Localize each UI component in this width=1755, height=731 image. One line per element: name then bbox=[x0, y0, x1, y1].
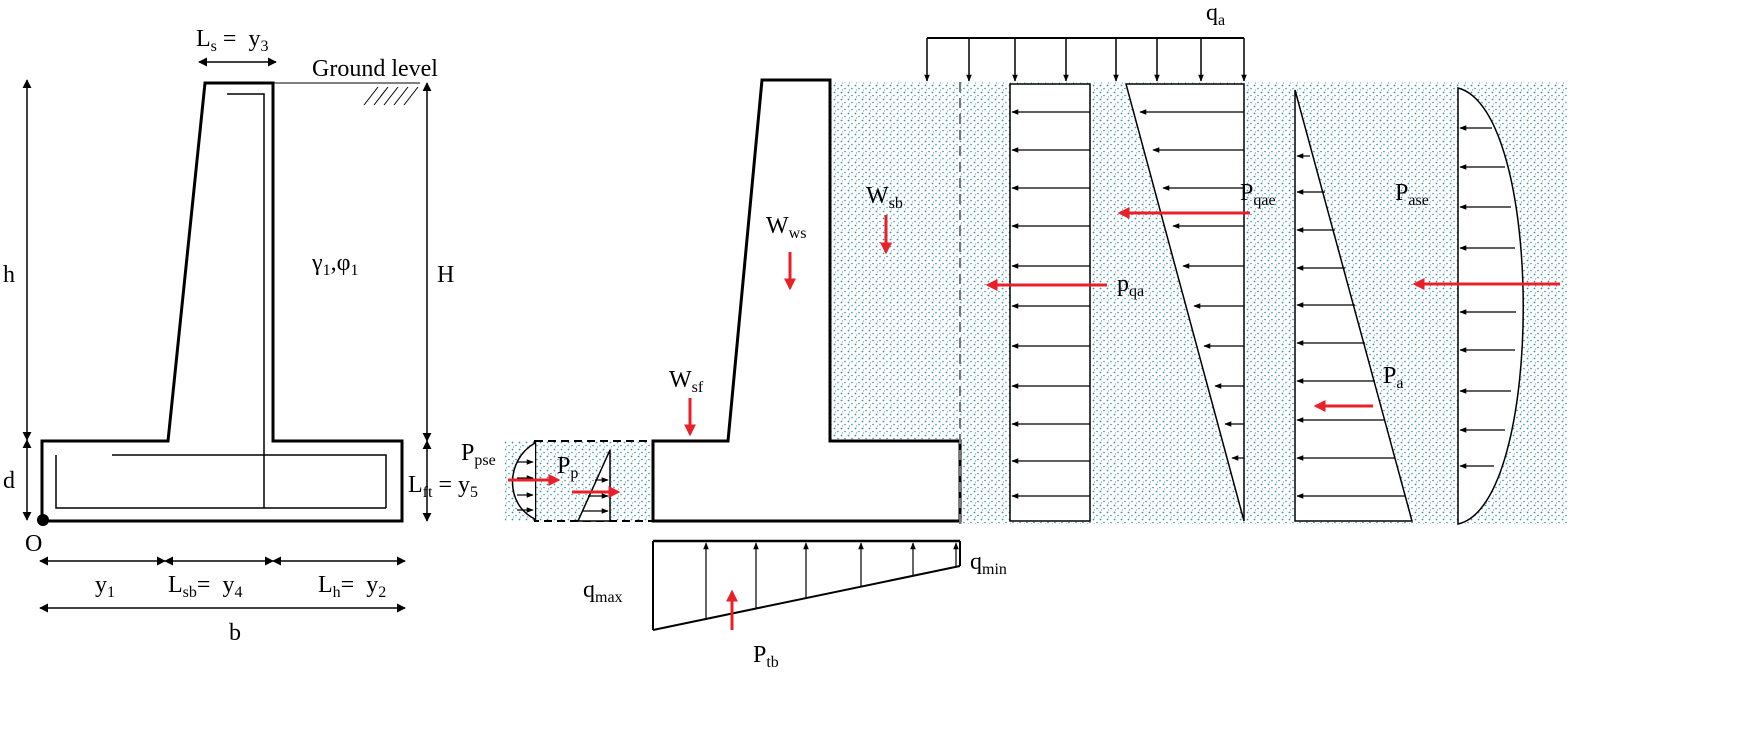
wall-body bbox=[651, 78, 962, 523]
surcharge-seismic-arrows bbox=[1139, 109, 1244, 461]
label-lh: Lh= y2 bbox=[318, 572, 386, 601]
dimension-lines bbox=[22, 57, 432, 613]
seismic-active-curve bbox=[1457, 87, 1524, 525]
label-pp: Pp bbox=[557, 453, 578, 482]
label-H: H bbox=[437, 262, 454, 288]
label-b: b bbox=[229, 620, 241, 646]
label-y1: y1 bbox=[95, 572, 115, 601]
label-qa: qa bbox=[1206, 0, 1225, 29]
label-pqae: Pqae bbox=[1240, 180, 1276, 209]
label-qmax: qmax bbox=[583, 577, 623, 606]
label-d: d bbox=[3, 468, 15, 494]
surcharge-pressure-arrows bbox=[1011, 109, 1090, 499]
label-lsb: Lsb= y4 bbox=[168, 572, 242, 601]
surcharge-pressure-block bbox=[1009, 83, 1091, 522]
label-wws: Wws bbox=[766, 213, 806, 242]
label-pa: Pa bbox=[1383, 363, 1403, 392]
active-pressure-arrows bbox=[1296, 153, 1405, 499]
seismic-active-arrows bbox=[1459, 125, 1516, 469]
label-pqa: pqa bbox=[1117, 271, 1144, 300]
ground-hatch bbox=[363, 86, 419, 106]
label-pase: Pase bbox=[1395, 180, 1429, 209]
label-qmin: qmin bbox=[970, 549, 1007, 578]
reinforcement-lines bbox=[55, 93, 387, 509]
label-soil-params: γ1,φ1 bbox=[311, 250, 358, 279]
left-wall-figure: Ls = y3 Ground level h H γ1,φ1 d O Lft =… bbox=[3, 26, 478, 646]
label-ptb: Ptb bbox=[753, 642, 779, 671]
label-h: h bbox=[3, 262, 15, 288]
label-origin: O bbox=[25, 531, 42, 557]
label-wsf: Wsf bbox=[669, 367, 704, 396]
wall-outline bbox=[40, 81, 404, 523]
label-ppse: Ppse bbox=[461, 440, 496, 469]
origin-point bbox=[37, 514, 49, 526]
base-pressure-diagram bbox=[652, 539, 961, 631]
passive-triangle bbox=[576, 449, 611, 522]
force-arrows bbox=[508, 207, 1560, 630]
label-lft: Lft = y5 bbox=[408, 472, 478, 501]
label-ls: Ls = y3 bbox=[196, 26, 268, 55]
label-wsb: Wsb bbox=[866, 183, 903, 212]
right-wall-figure: qa Wsb Wws Wsf Ppse Pp Pqae pqa Pase Pa … bbox=[461, 0, 1568, 671]
surcharge-seismic-triangle bbox=[1125, 83, 1245, 522]
surcharge-arrows bbox=[924, 38, 1247, 82]
label-ground-level: Ground level bbox=[312, 56, 438, 82]
